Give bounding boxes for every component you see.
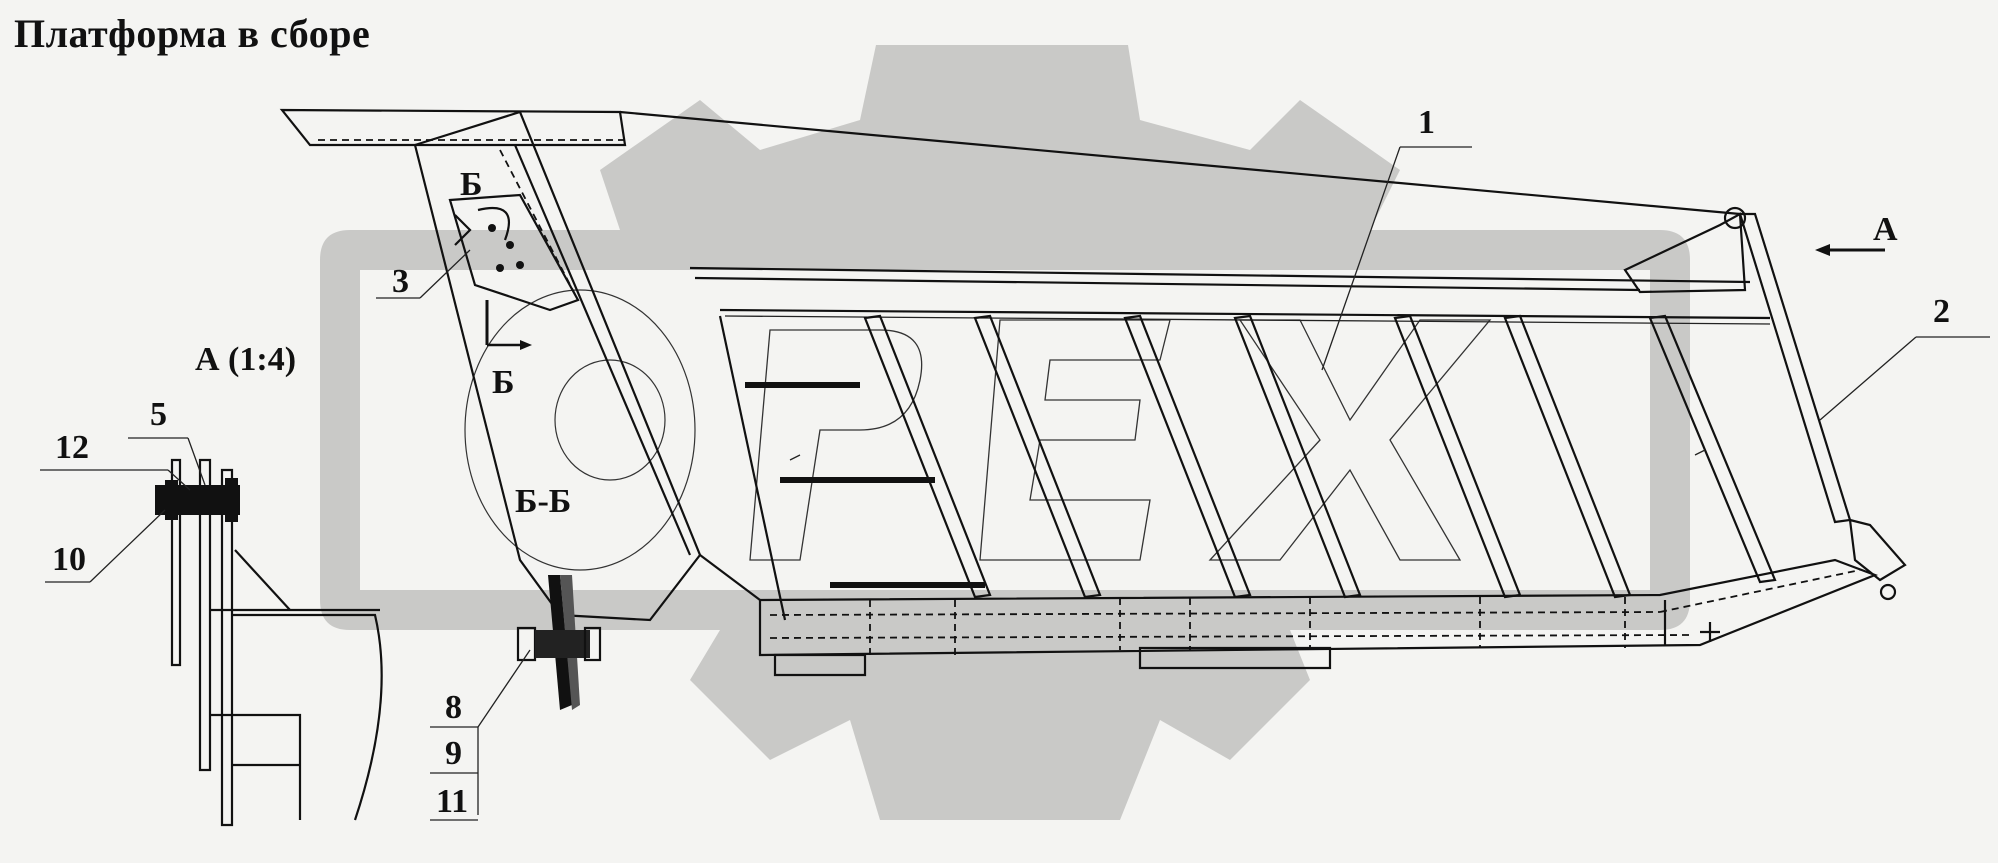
callout-2: 2 [1933,293,1950,330]
callout-1: 1 [1418,104,1435,141]
section-top-label: Б [460,166,482,203]
section-bb-label: Б-Б [515,483,571,520]
callout-3: 3 [392,263,409,300]
watermark-orex-letters [749,319,1492,561]
callout-9: 9 [445,735,462,772]
callout-12: 12 [55,429,89,466]
view-a-arrow [1815,244,1885,256]
section-bb-view [516,575,602,710]
view-a-arrow-label: А [1873,211,1898,248]
leader-lines [40,146,1990,821]
platform-body [279,108,1907,677]
callout-5: 5 [150,396,167,433]
callout-8: 8 [445,689,462,726]
callout-10: 10 [52,541,86,578]
callout-11: 11 [436,783,468,820]
detail-a-view [155,458,383,827]
section-cut-marker [454,206,532,350]
side-ribs [863,314,1777,599]
drawing-title: Платформа в сборе [14,11,371,56]
section-bottom-label: Б [492,364,514,401]
view-a-detail-label: А (1:4) [195,341,296,378]
watermark-gear [320,45,1690,820]
